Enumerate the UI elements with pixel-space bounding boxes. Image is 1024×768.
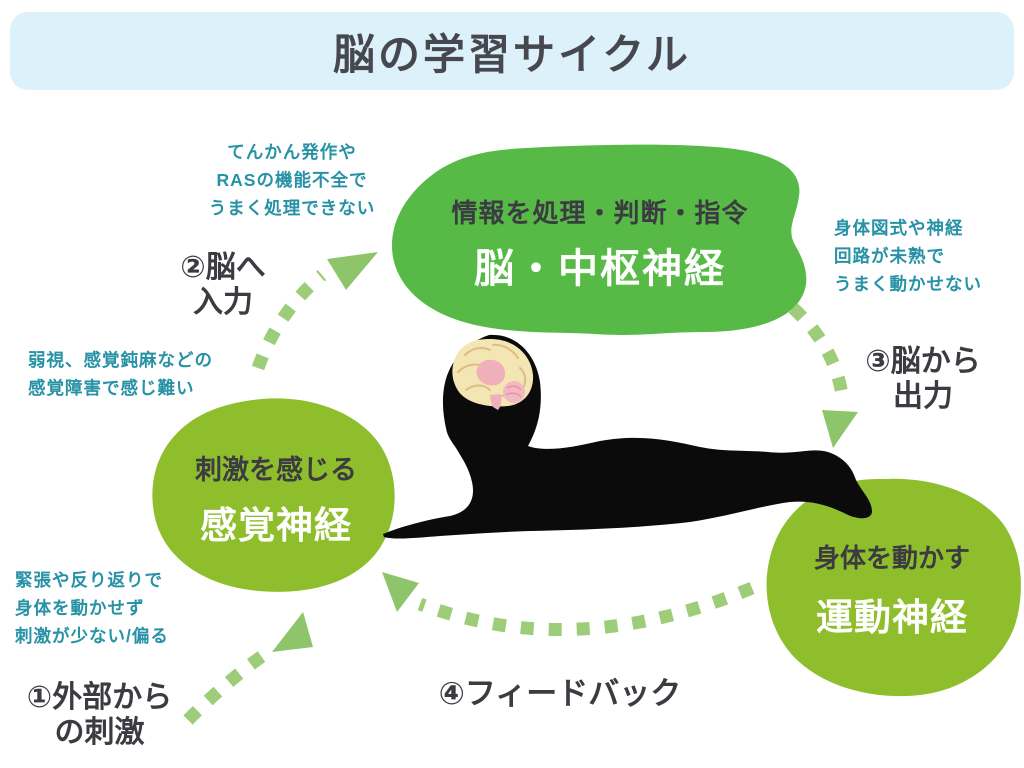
step4-label: ④フィードバック <box>438 676 682 711</box>
arrow-step1-to-sensory <box>183 612 313 725</box>
baby-silhouette <box>383 334 872 539</box>
step1-label: ①外部から の刺激 <box>26 681 173 750</box>
arrow-step4-feedback <box>382 572 755 636</box>
arrow-step2-to-brain <box>251 252 378 371</box>
brainstem-pink <box>490 394 502 410</box>
sensory-node: 刺激を感じる 感覚神経 <box>152 428 400 568</box>
motor-node: 身体を動かす 運動神経 <box>766 524 1018 654</box>
cerebellum-pink <box>503 381 525 403</box>
note-motor-impairment: 身体図式や神経 回路が未熟で うまく動かせない <box>834 218 982 294</box>
motor-node-title: 運動神経 <box>816 596 968 638</box>
step3-label: ③脳から 出力 <box>865 345 981 414</box>
brain-node-blob <box>391 144 807 335</box>
sensory-node-subtitle: 刺激を感じる <box>195 454 357 485</box>
brain-node-title: 脳・中枢神経 <box>474 246 726 291</box>
brain-node-subtitle: 情報を処理・判断・指令 <box>451 197 749 228</box>
step2-label: ②脳へ 入力 <box>180 251 266 320</box>
sensory-node-blob <box>152 398 395 592</box>
note-processing-impairment: てんかん発作や RASの機能不全で うまく処理できない <box>208 142 376 218</box>
brain-illustration <box>452 339 534 410</box>
page-title: 脳の学習サイクル <box>333 30 691 78</box>
brain-node: 情報を処理・判断・指令 脳・中枢神経 <box>396 168 804 318</box>
note-stimulus-impairment: 緊張や反り返りで 身体を動かせず 刺激が少ない/偏る <box>15 570 169 646</box>
note-sensory-impairment: 弱視、感覚鈍麻などの 感覚障害で感じ難い <box>28 350 213 398</box>
motor-node-subtitle: 身体を動かす <box>813 542 970 573</box>
limbic-pink <box>476 359 506 386</box>
motor-node-blob <box>766 478 1021 697</box>
arrow-step3-to-motor <box>788 303 858 448</box>
sensory-node-title: 感覚神経 <box>200 504 352 546</box>
title-banner: 脳の学習サイクル <box>10 12 1014 90</box>
